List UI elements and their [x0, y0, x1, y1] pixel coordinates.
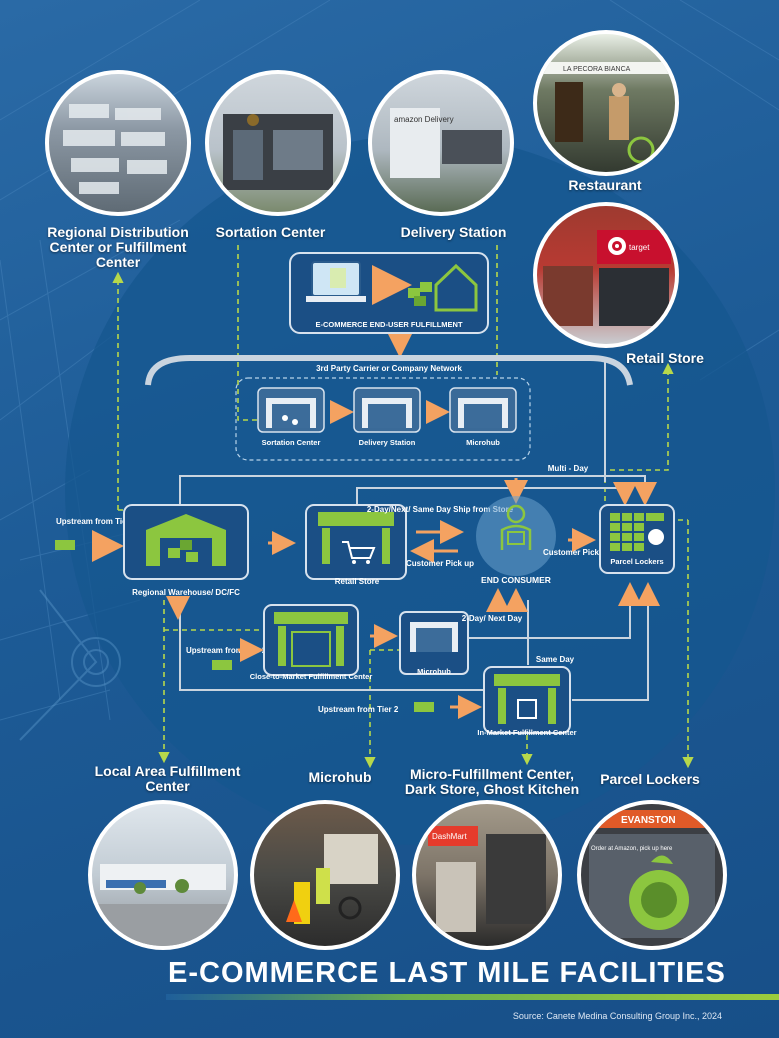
restaurant-storefront-image: LA PECORA BIANCA	[537, 62, 675, 164]
label-regional-dc: Regional Distribution Center or Fulfillm…	[47, 224, 189, 270]
microhub-mid-node: Microhub	[399, 611, 469, 676]
end-consumer-label: END CONSUMER	[481, 575, 551, 585]
regional-dc-photo	[45, 70, 191, 216]
regional-wh-label: Regional Warehouse/ DC/FC	[132, 588, 240, 597]
sortation-node-label: Sortation Center	[262, 438, 321, 447]
regional-warehouse-node: Regional Warehouse/ DC/FC	[123, 504, 249, 597]
parcel-lockers-node: Parcel Lockers	[599, 504, 675, 574]
label-local-area: Local Area Fulfillment Center	[94, 763, 241, 794]
customer-pickup-left-label: Customer Pick up	[406, 559, 474, 568]
delivery-node-label: Delivery Station	[359, 438, 416, 447]
parcel-lockers-photo: EVANSTON Order at Amazon, pick up here	[577, 800, 727, 950]
source-credit: Source: Canete Medina Consulting Group I…	[512, 1011, 722, 1021]
retail-store-photo: target	[533, 202, 679, 348]
microhub-photo	[250, 800, 400, 950]
warehouse-aerial-image	[63, 104, 167, 194]
label-microhub-photo: Microhub	[308, 769, 372, 785]
retail-node-label: Retail Store	[335, 577, 380, 586]
parcel-lockers-label: Parcel Lockers	[610, 557, 663, 566]
delivery-station-photo: amazon Delivery	[368, 70, 514, 216]
sortation-center-node: Sortation Center	[257, 387, 325, 447]
ecommerce-label: E-COMMERCE END-USER FULFILLMENT	[315, 320, 462, 329]
label-retail-store-photo: Retail Store	[626, 350, 704, 366]
amazon-locker-image: EVANSTON Order at Amazon, pick up here	[581, 810, 723, 938]
label-delivery-station: Delivery Station	[400, 224, 507, 240]
locker-sign-text: EVANSTON	[621, 815, 676, 826]
in-market-node: In-Market Fulfillment Center	[477, 666, 577, 737]
local-area-photo	[88, 800, 238, 950]
upstream-ctm-label: Upstream from Tier 2	[186, 646, 267, 655]
sortation-building-image	[223, 114, 333, 190]
delivery-station-node: Delivery Station	[353, 387, 421, 447]
label-restaurant: Restaurant	[568, 177, 642, 193]
sortation-center-photo	[205, 70, 351, 216]
end-consumer-node: END CONSUMER	[476, 496, 556, 585]
microhub-street-image	[286, 834, 378, 924]
multi-day-label: Multi - Day	[548, 464, 589, 473]
multi-day-lines	[179, 362, 646, 505]
dashed-photo-connectors	[112, 245, 694, 769]
customer-pickup-right-label: Customer Pick up	[543, 548, 611, 557]
upstream-left-label: Upstream from Tier 2	[56, 517, 137, 526]
micro-fulfillment-photo: DashMart	[412, 800, 562, 950]
same-day-label: Same Day	[536, 655, 575, 664]
target-sign-text: target	[629, 243, 650, 252]
lower-flow-lines	[179, 600, 649, 701]
delivery-sign-image: amazon Delivery	[390, 108, 502, 178]
title-underline-bar	[166, 994, 779, 1000]
dashmart-storefront-image: DashMart	[428, 826, 546, 932]
close-to-market-node: Close-to-Market Fulfillment Center	[250, 604, 373, 681]
close-to-market-label: Close-to-Market Fulfillment Center	[250, 672, 373, 681]
locker-order-text: Order at Amazon, pick up here	[591, 846, 673, 852]
label-parcel-lockers-photo: Parcel Lockers	[600, 771, 700, 787]
two-day-label: 2-Day/Next/ Same Day Ship from Store	[367, 505, 514, 514]
upstream-inmarket-label: Upstream from Tier 2	[318, 705, 399, 714]
restaurant-photo: LA PECORA BIANCA	[533, 30, 679, 176]
in-market-label: In-Market Fulfillment Center	[477, 728, 576, 737]
target-storefront-image: target	[543, 230, 671, 326]
restaurant-sign-text: LA PECORA BIANCA	[563, 66, 631, 73]
microhub-top-node: Microhub	[449, 387, 517, 447]
label-sortation-center: Sortation Center	[215, 224, 326, 240]
retail-store-node: Retail Store	[305, 504, 407, 586]
ecommerce-end-user-box: E-COMMERCE END-USER FULFILLMENT	[289, 252, 489, 334]
two-day-next-label: 2-Day/ Next Day	[462, 614, 523, 623]
carrier-label: 3rd Party Carrier or Company Network	[316, 364, 462, 373]
dashmart-sign-text: DashMart	[432, 832, 467, 841]
microhub-mid-label: Microhub	[417, 667, 451, 676]
label-micro-fulfillment: Micro-Fulfillment Center, Dark Store, Gh…	[404, 766, 580, 797]
microhub-top-label: Microhub	[466, 438, 500, 447]
delivery-sign-text: amazon Delivery	[394, 115, 454, 124]
infographic-title: E-COMMERCE LAST MILE FACILITIES	[168, 957, 726, 989]
